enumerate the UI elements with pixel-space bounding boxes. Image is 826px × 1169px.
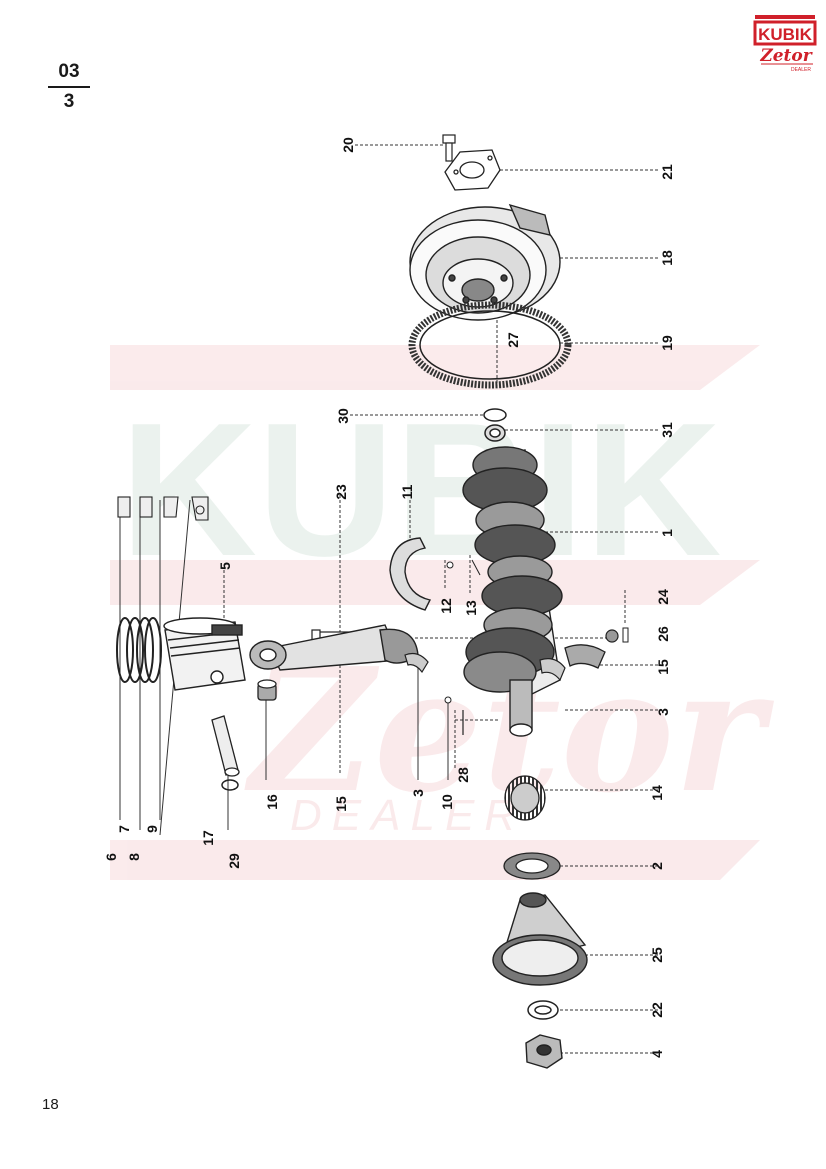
part-25-pulley	[492, 892, 588, 986]
part-20-bolt	[442, 134, 456, 162]
callout-28: 28	[455, 767, 471, 783]
part-11-thrust-washer	[389, 537, 432, 611]
watermark-dealer-text: DEALER	[290, 791, 526, 840]
part-13-pin	[471, 559, 481, 576]
callout-4: 4	[649, 1050, 665, 1058]
callout-11: 11	[399, 484, 415, 499]
callout-2: 2	[649, 862, 665, 870]
part-12-screw	[446, 561, 454, 569]
part-16-bushing	[257, 679, 277, 701]
callout-20: 20	[340, 137, 356, 153]
callout-27: 27	[505, 332, 521, 348]
callout-3-right: 3	[655, 708, 671, 716]
part-15-bearing-cap-right	[564, 644, 606, 669]
part-22-washer	[527, 1000, 559, 1020]
callout-13: 13	[463, 600, 479, 616]
page-number: 18	[42, 1096, 59, 1113]
ring-cross-sections	[117, 496, 209, 521]
section-divider	[48, 86, 90, 88]
callout-5: 5	[217, 562, 233, 570]
part-10-pin	[444, 696, 452, 704]
logo-zetor-text: Zetor	[759, 46, 812, 66]
callout-22: 22	[649, 1002, 665, 1018]
callout-12: 12	[438, 598, 454, 614]
logo-dealer-text: DEALER	[791, 67, 811, 73]
part-24-nut	[605, 629, 619, 643]
part-3-bearing-shell-right	[539, 658, 566, 682]
callout-1: 1	[659, 529, 675, 537]
callout-16: 16	[264, 794, 280, 810]
piston-rings-6-9	[116, 617, 162, 683]
part-19-ring-gear	[408, 301, 572, 389]
callout-6: 6	[103, 853, 119, 861]
callout-24: 24	[655, 589, 671, 605]
callout-19: 19	[659, 335, 675, 351]
section-number: 03 3	[48, 60, 90, 114]
part-3-bearing-shell-left	[404, 652, 429, 674]
callout-15-left: 15	[333, 796, 349, 812]
callout-7: 7	[116, 825, 132, 833]
part-15-connecting-rod	[249, 624, 419, 671]
callout-31: 31	[659, 422, 675, 438]
leader-lines	[223, 144, 660, 1054]
watermark-kubik-text: KUBIK	[120, 384, 722, 596]
callout-23: 23	[333, 484, 349, 500]
section-minor: 3	[63, 91, 75, 112]
part-4-nut	[525, 1034, 563, 1069]
callout-15-right: 15	[655, 659, 671, 675]
logo-kubik-text: KUBIK	[758, 25, 813, 44]
callout-14: 14	[649, 785, 665, 801]
part-5-piston	[163, 617, 246, 691]
callout-26: 26	[655, 626, 671, 642]
callout-30: 30	[335, 408, 351, 424]
callout-25: 25	[649, 947, 665, 963]
callout-8: 8	[126, 853, 142, 861]
callout-29: 29	[226, 853, 242, 869]
kubik-zetor-logo: KUBIK Zetor DEALER	[753, 15, 817, 73]
part-26-bolt	[622, 627, 629, 643]
part-31-bearing	[484, 424, 506, 442]
part-18-flywheel	[409, 203, 561, 321]
part-14-timing-gear	[504, 775, 546, 821]
callout-3-left: 3	[410, 789, 426, 797]
callout-labels: 20 21 18 19 27 30 31 23 11 1 5 12 13 24 …	[103, 137, 675, 1058]
callout-10: 10	[439, 794, 455, 810]
part-17-piston-pin	[211, 715, 240, 777]
part-30-ring	[483, 408, 507, 422]
callout-18: 18	[659, 250, 675, 266]
part-2-oil-thrower	[503, 852, 561, 880]
callout-21: 21	[659, 164, 675, 180]
callout-9: 9	[144, 825, 160, 833]
callout-17: 17	[200, 830, 216, 846]
part-29-circlip	[221, 779, 239, 791]
part-1-crankshaft	[462, 446, 563, 737]
part-21-flange	[444, 149, 501, 191]
section-major: 03	[58, 61, 80, 82]
